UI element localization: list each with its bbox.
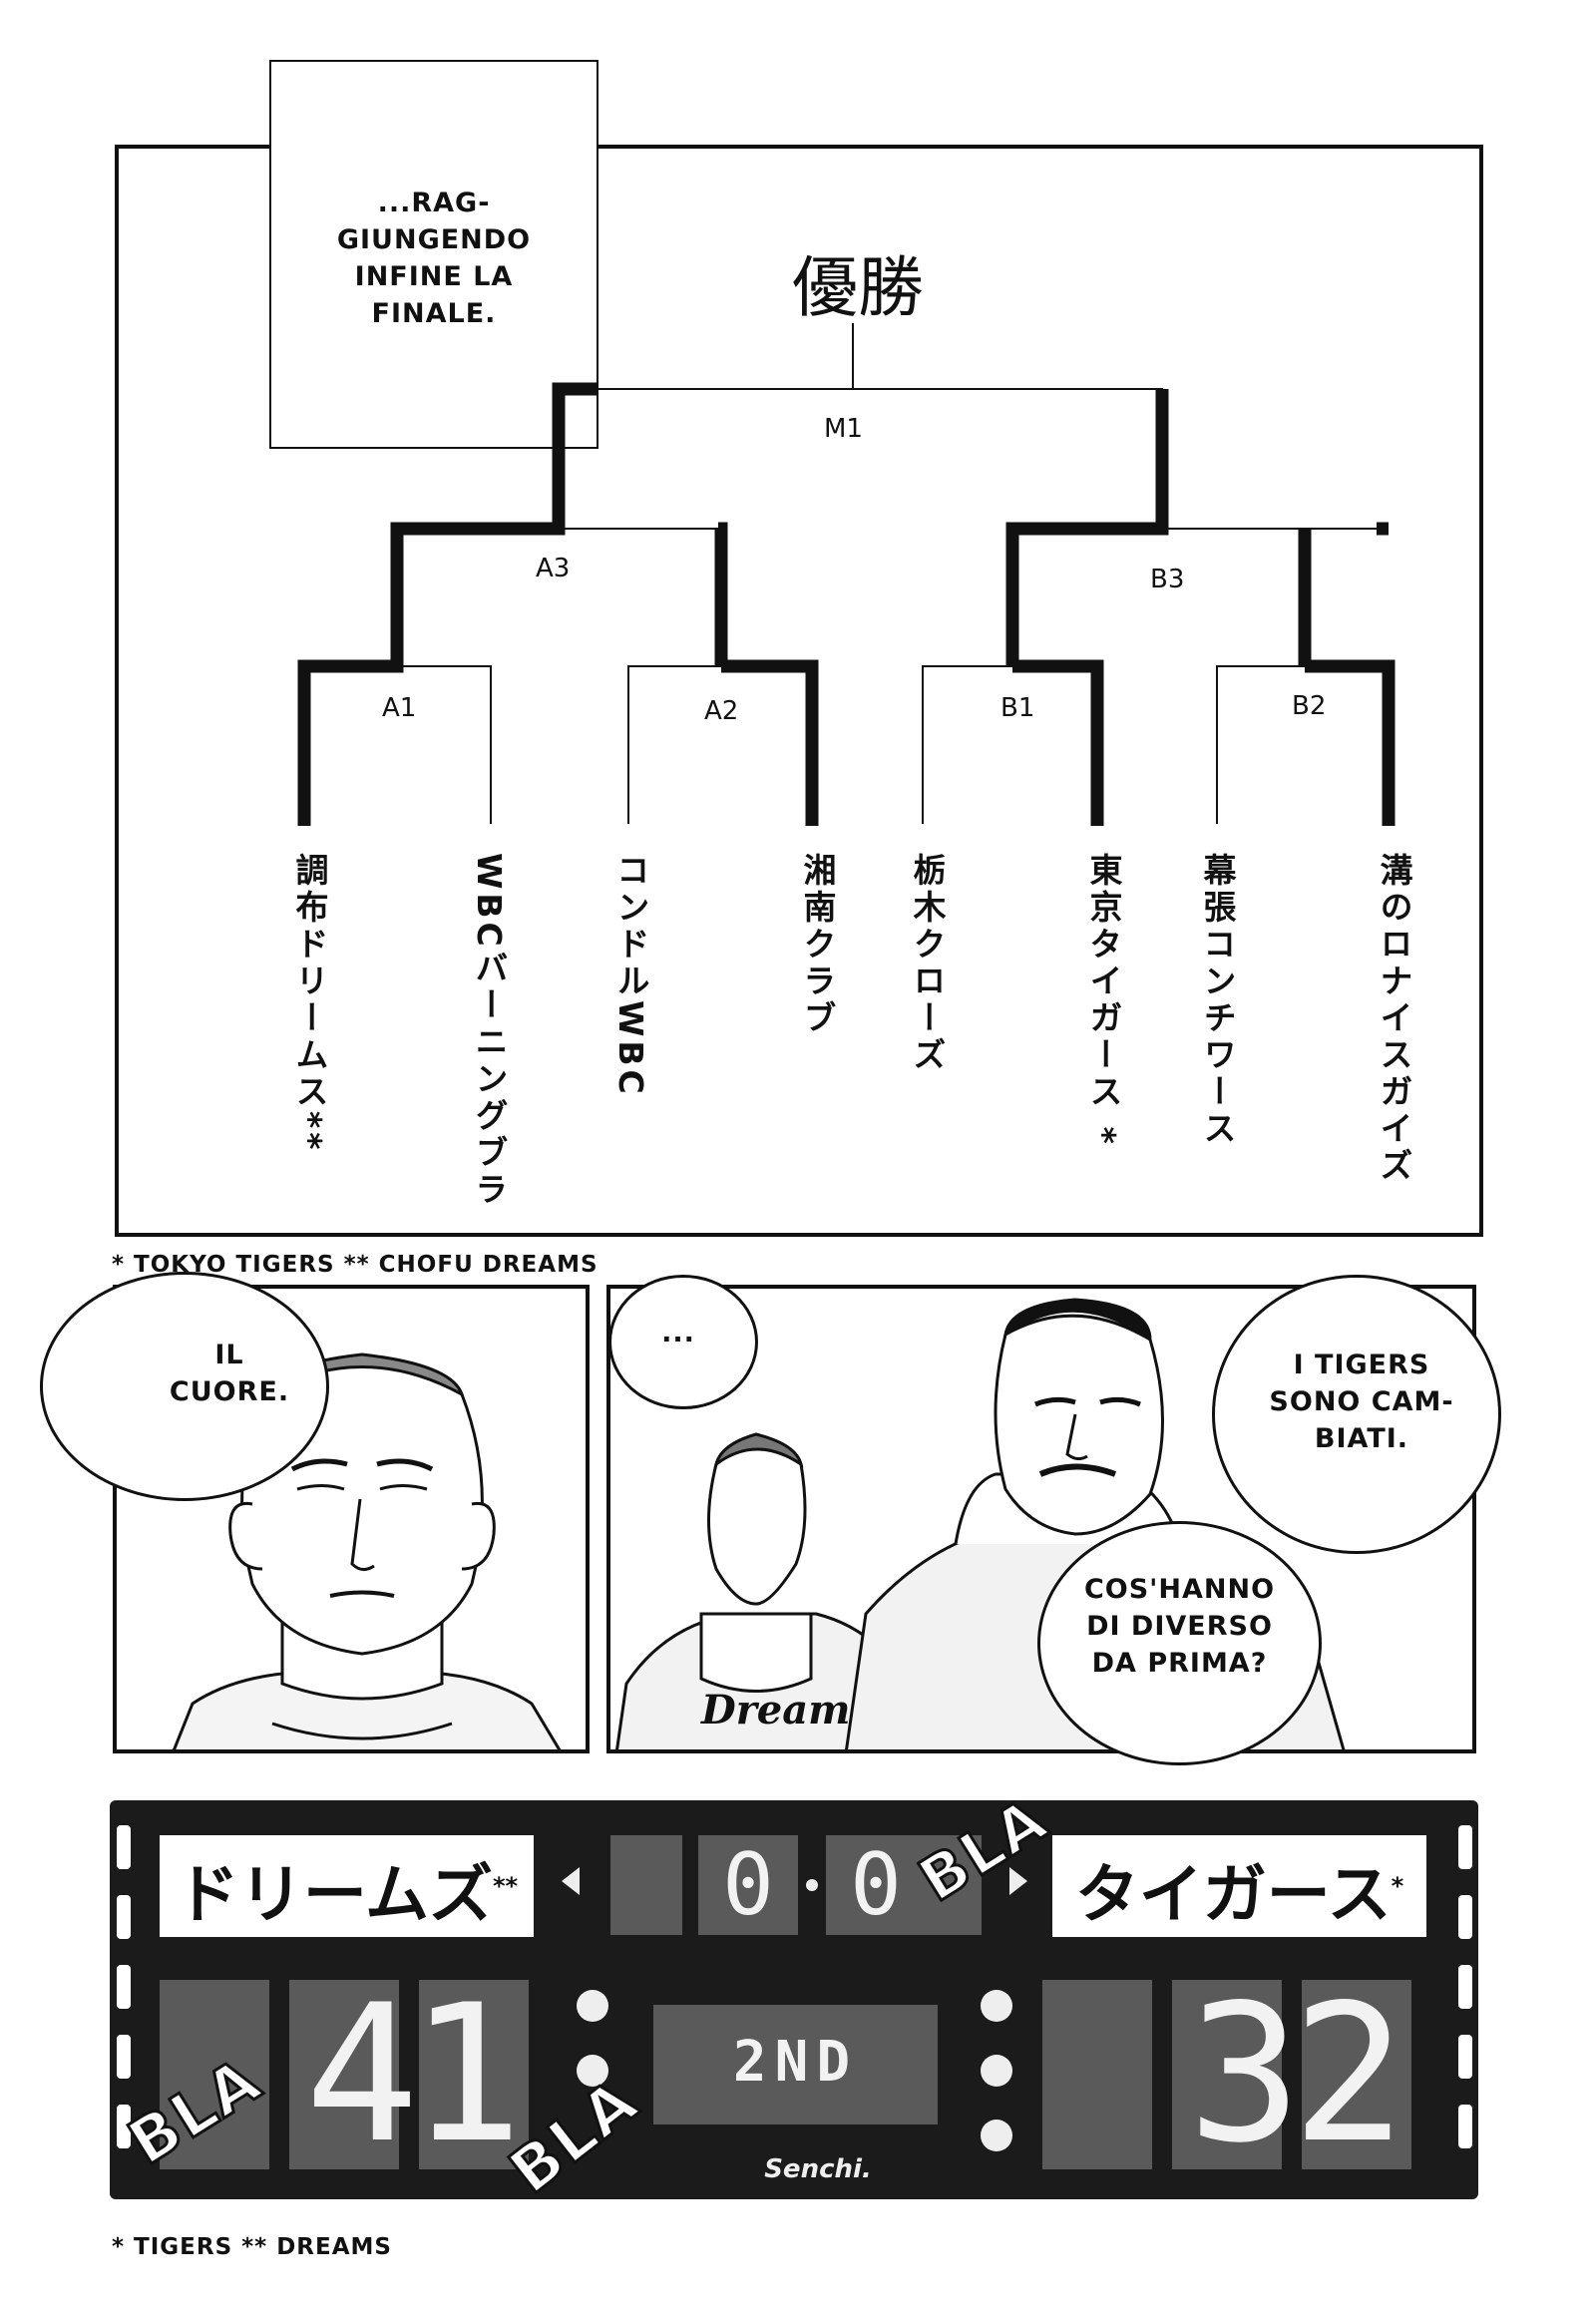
indicator-lamp (981, 2055, 1012, 2087)
team-name: 湘南クラブ (798, 853, 837, 1037)
away-team-name: タイガース* (1052, 1835, 1426, 1937)
speech-bubble-tigers (1212, 1275, 1501, 1554)
match-label-a3: A3 (536, 554, 571, 583)
team-name: コンドルWBC (611, 853, 650, 1098)
team-name: 栃木クローズ (908, 853, 947, 1074)
home-team-label: ドリームズ (175, 1858, 493, 1933)
home-score-tile (160, 1980, 269, 2169)
narration-text: ...RAG- GIUNGENDO INFINE LA FINALE. (336, 188, 532, 329)
foul-tile (910, 1835, 982, 1935)
indicator-lamp (981, 2120, 1012, 2151)
away-team-mark: * (1391, 1872, 1404, 1900)
sprocket-hole (1458, 2105, 1472, 2148)
match-label-m1: M1 (824, 414, 863, 444)
foul-tile-away (826, 1835, 926, 1935)
foul-away-digit: 0 (850, 1835, 902, 1935)
character-face-illustration (172, 1352, 562, 1749)
jersey-text: Dream (700, 1687, 850, 1734)
sprocket-hole (117, 1825, 131, 1869)
foul-tile-home (698, 1835, 798, 1935)
home-team-mark: ** (492, 1872, 519, 1900)
home-score-tile (419, 1980, 529, 2169)
team-name: WBCバーニングブラ (470, 853, 509, 1209)
away-score-tile (1042, 1980, 1152, 2169)
bracket-lines (297, 323, 1396, 826)
narration-box (269, 60, 598, 449)
sprocket-hole (117, 2105, 131, 2148)
home-score: 41 (304, 1964, 524, 2184)
speech-text: IL CUORE. (169, 1340, 290, 1407)
speech-question-text: COS'HANNO DI DIVERSO DA PRIMA? (1083, 1574, 1276, 1679)
sprocket-hole (117, 2035, 131, 2079)
indicator-lamp (981, 1990, 1012, 2022)
team-name: 幕張コンチワース (1198, 853, 1237, 1148)
arrow-right-icon (1009, 1867, 1027, 1895)
foul-tile (610, 1835, 682, 1935)
brand-logo: Senchi. (764, 2154, 872, 2184)
bracket-title: 優勝 (792, 249, 924, 326)
speech-bubble-dots (608, 1275, 758, 1409)
away-team-label: タイガース (1074, 1858, 1392, 1933)
indicator-lamp (577, 1990, 608, 2022)
speech-bubble-question (1037, 1521, 1322, 1765)
away-score-tile (1302, 1980, 1411, 2169)
match-label-b1: B1 (1000, 693, 1035, 723)
speech-bubble (40, 1272, 329, 1501)
home-score-tile (289, 1980, 399, 2169)
colon-dot (806, 1879, 818, 1891)
sprocket-hole (1458, 2035, 1472, 2079)
sprocket-hole (1458, 1895, 1472, 1939)
match-label-b2: B2 (1292, 691, 1327, 721)
period-display (653, 2005, 938, 2124)
away-score: 32 (1187, 1964, 1406, 2184)
match-label-a2: A2 (704, 696, 739, 726)
team-name: 溝のロナイスガイズ (1375, 853, 1413, 1185)
sprocket-hole (117, 1965, 131, 2009)
home-team-name: ドリームズ** (160, 1835, 534, 1937)
team-name: 調布ドリームス** (290, 853, 329, 1154)
match-label-a1: A1 (382, 693, 417, 723)
speech-tigers-text: I TIGERS SONO CAM- BIATI. (1269, 1350, 1454, 1454)
team-name: 東京タイガース * (1084, 853, 1123, 1148)
sprocket-hole (117, 1895, 131, 1939)
away-score-tile (1172, 1980, 1282, 2169)
period-text: 2ND (732, 2030, 859, 2095)
foul-home-digit: 0 (722, 1835, 774, 1935)
speech-dots-text: ... (661, 1318, 695, 1349)
arrow-left-icon (562, 1867, 580, 1895)
footnote-bottom: * TIGERS ** DREAMS (112, 2234, 392, 2260)
indicator-lamp (577, 2055, 608, 2087)
sprocket-hole (1458, 1825, 1472, 1869)
match-label-b3: B3 (1150, 565, 1185, 594)
sprocket-hole (1458, 1965, 1472, 2009)
